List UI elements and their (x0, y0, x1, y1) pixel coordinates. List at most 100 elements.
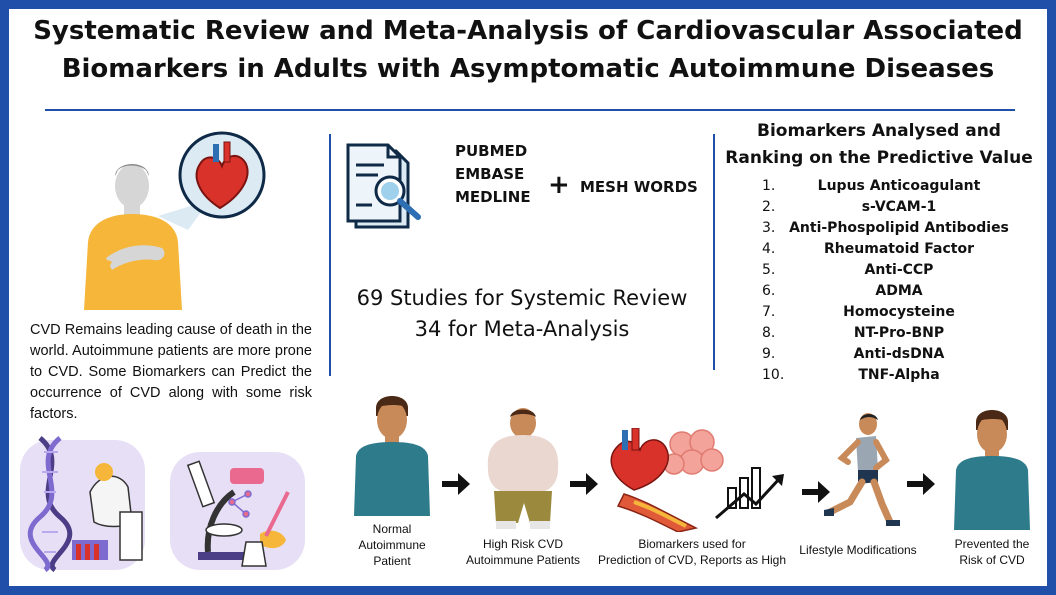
biomarker-name: Anti-CCP (864, 262, 934, 278)
biomarker-name: s-VCAM-1 (861, 199, 937, 215)
biomarker-ranking-list: 1. Lupus Anticoagulant 2. s-VCAM-1 3. Anti-… (752, 176, 1042, 386)
database-embase: EMBASE (455, 165, 525, 183)
molecule-icon (228, 490, 252, 518)
flow-step-3-line: Prediction of CVD, Reports as High (597, 553, 787, 567)
studies-count: 69 Studies for Systemic Review 34 for Me… (330, 283, 714, 345)
biomarker-rank: 7. (762, 304, 776, 320)
trend-line (715, 476, 782, 520)
biomarker-item: 3. Anti-Phospolipid Antibodies (752, 218, 1042, 239)
man-hair (115, 164, 149, 176)
biomarker-rank: 8. (762, 325, 776, 341)
heart-icon (195, 155, 249, 210)
flow-arrow-4 (907, 473, 935, 495)
title-divider (45, 109, 1015, 111)
title-line-2: Biomarkers in Adults with Asymptomatic A… (61, 54, 995, 84)
flow-step-4-label: Lifestyle Modifications (796, 542, 920, 558)
biomarker-rank: 10. (762, 367, 785, 383)
mesh-words: MESH WORDS (580, 178, 698, 196)
flow-step-1-line: Patient (373, 554, 411, 568)
flow-step-5-line: Prevented the (954, 537, 1030, 551)
database-medline: MEDLINE (455, 188, 531, 206)
biomarker-rank: 9. (762, 346, 776, 362)
microscope-arm (204, 489, 236, 553)
flow-step-5-label: Prevented the Risk of CVD (940, 536, 1044, 568)
high-risk-patient-figure (487, 408, 559, 529)
heart-icon (610, 439, 669, 491)
biomarker-rank: 4. (762, 241, 776, 257)
flow-step-2-line: High Risk CVD (482, 537, 563, 551)
healthy-patient-figure (954, 410, 1030, 530)
flow-step-1-label: Normal Autoimmune Patient (340, 521, 444, 569)
microscope-base (198, 552, 248, 560)
biomarker-rank: 5. (762, 262, 776, 278)
biomarker-rank: 1. (762, 178, 776, 194)
runner-figure (824, 413, 900, 526)
chest-pain-man-illustration (84, 131, 266, 310)
biomarker-item: 2. s-VCAM-1 (752, 197, 1042, 218)
biomarker-prediction-illustration (610, 428, 784, 532)
biomarker-name: Homocysteine (843, 304, 955, 320)
normal-patient-figure (354, 396, 430, 516)
microscope-icon (186, 460, 216, 508)
biomarker-name: Anti-Phospolipid Antibodies (789, 220, 1009, 236)
studies-systematic-review: 69 Studies for Systemic Review (356, 286, 688, 310)
biomarker-name: TNF-Alpha (858, 367, 940, 383)
biomarker-name: Rheumatoid Factor (824, 241, 974, 257)
chat-bubble-icon (230, 468, 264, 484)
biomarker-rank: 2. (762, 199, 776, 215)
lab-research-illustration (20, 436, 305, 572)
man-hands (106, 245, 165, 270)
biomarker-item: 4. Rheumatoid Factor (752, 239, 1042, 260)
biomarker-item: 9. Anti-dsDNA (752, 344, 1042, 365)
studies-meta-analysis: 34 for Meta-Analysis (414, 317, 630, 341)
divider-right (713, 134, 715, 370)
dna-strand-a (38, 436, 73, 572)
biomarker-name: Lupus Anticoagulant (817, 178, 981, 194)
biomarker-item: 5. Anti-CCP (752, 260, 1042, 281)
man-head (115, 164, 149, 208)
flask-icon (241, 541, 267, 567)
man-neck (124, 204, 140, 216)
biomarkers-title-line-2: Ranking on the Predictive Value (725, 148, 1033, 168)
flow-step-4-line: Lifestyle Modifications (799, 543, 917, 557)
pipette-icon (264, 491, 290, 537)
heart-vessel-red (223, 141, 231, 163)
flow-step-1-line: Autoimmune (358, 538, 426, 552)
cvd-description: CVD Remains leading cause of death in th… (30, 322, 312, 422)
database-pubmed: PUBMED (455, 142, 528, 160)
document-search-icon (346, 143, 421, 229)
biomarkers-title: Biomarkers Analysed and Ranking on the P… (716, 118, 1042, 172)
divider-left (329, 134, 331, 376)
glove-icon (95, 463, 113, 481)
heart-vessel-blue (213, 144, 219, 162)
database-list: PUBMED EMBASE MEDLINE (455, 140, 531, 209)
flow-step-2-line: Autoimmune Patients (465, 553, 581, 567)
biomarkers-title-line-1: Biomarkers Analysed and (757, 121, 1001, 141)
flow-step-2-label: High Risk CVD Autoimmune Patients (448, 536, 598, 568)
title-line-1: Systematic Review and Meta-Analysis of C… (33, 16, 1023, 46)
flow-step-1-line: Normal (372, 522, 412, 536)
biomarker-item: 6. ADMA (752, 281, 1042, 302)
biomarker-name: NT-Pro-BNP (853, 325, 945, 341)
biomarker-name: ADMA (875, 283, 923, 299)
man-shirt (84, 214, 182, 310)
biomarker-rank: 6. (762, 283, 776, 299)
dna-strand-b (27, 436, 62, 572)
cells-cluster (663, 429, 724, 475)
lab-machine (119, 511, 143, 561)
biomarker-name: Anti-dsDNA (853, 346, 945, 362)
biomarker-item: 1. Lupus Anticoagulant (752, 176, 1042, 197)
flow-arrow-1 (442, 473, 470, 495)
flow-arrow-2 (570, 473, 598, 495)
poster-title: Systematic Review and Meta-Analysis of C… (0, 12, 1056, 88)
biomarker-item: 7. Homocysteine (752, 302, 1042, 323)
flow-step-3-line: Biomarkers used for (638, 537, 746, 551)
flow-arrow-3 (802, 481, 830, 503)
biomarker-rank: 3. (762, 220, 776, 236)
microscope-stage (205, 523, 243, 537)
biomarker-item: 10. TNF-Alpha (752, 365, 1042, 386)
flow-step-3-label: Biomarkers used for Prediction of CVD, R… (586, 536, 798, 568)
biomarker-item: 8. NT-Pro-BNP (752, 323, 1042, 344)
man-arm (90, 260, 112, 290)
flow-step-5-line: Risk of CVD (959, 553, 1025, 567)
